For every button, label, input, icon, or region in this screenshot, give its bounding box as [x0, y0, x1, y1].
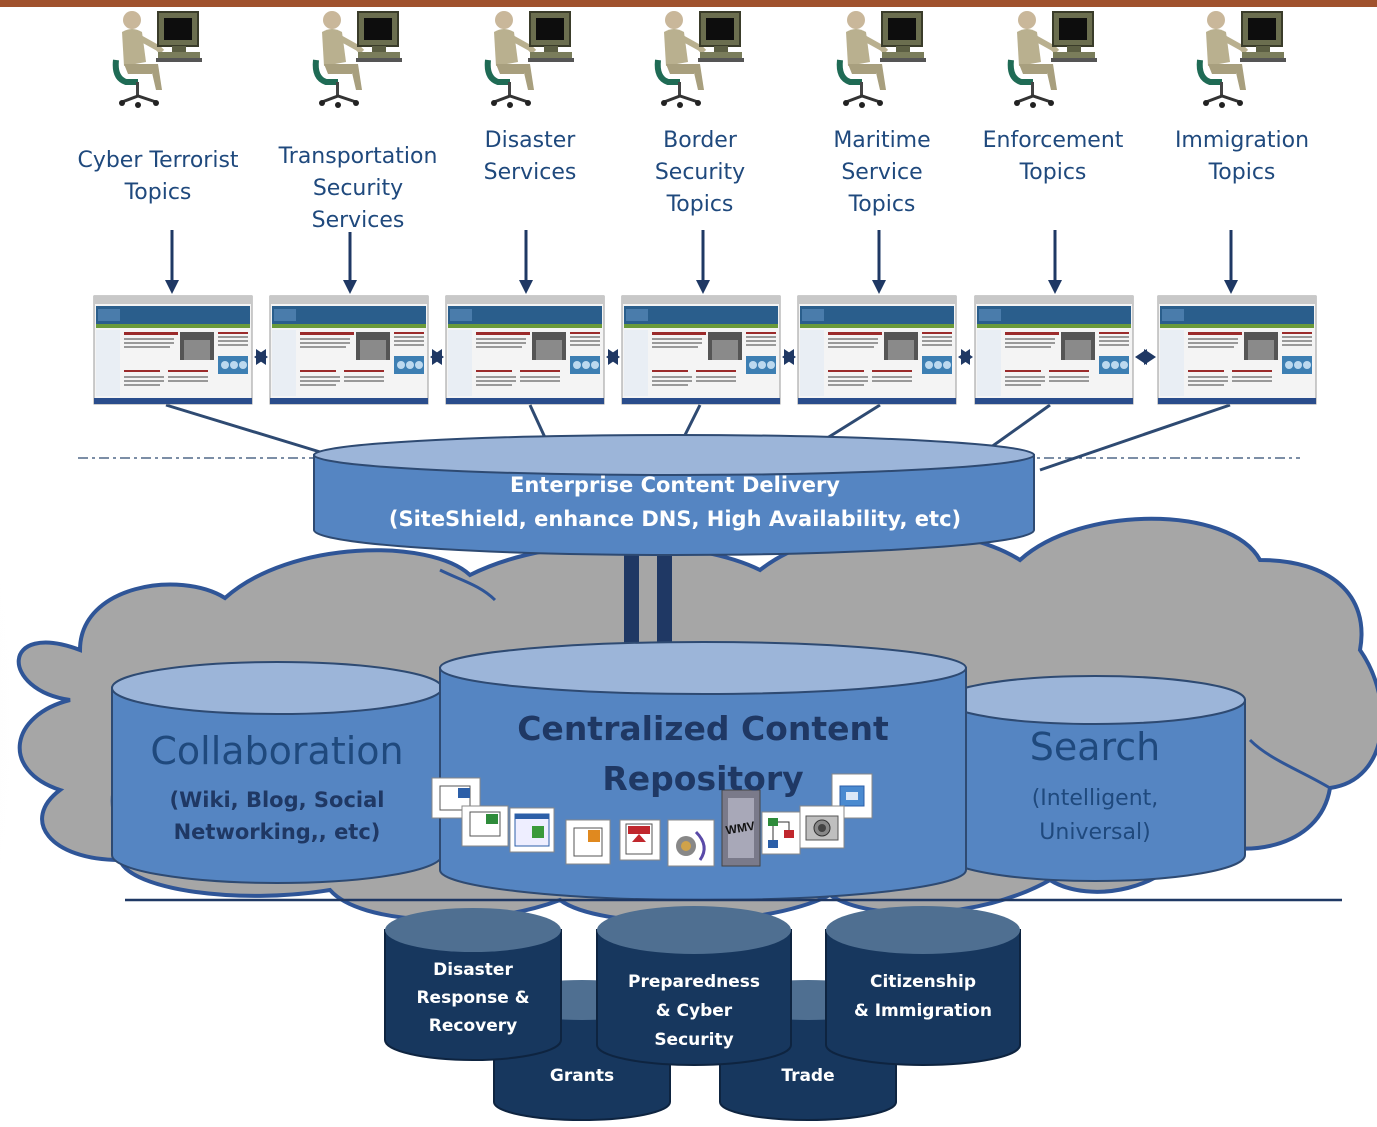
site-link-head-right-2: [432, 349, 444, 365]
user-label-7: Immigration Topics: [1174, 128, 1310, 185]
delivery-subtitle: (SiteShield, enhance DNS, High Availabil…: [388, 507, 962, 531]
website-screenshot-icon: [445, 295, 605, 405]
user-at-computer-icon: [488, 11, 574, 108]
audio-file-icon: [667, 819, 715, 867]
site-link-head-right-5: [961, 349, 973, 365]
cloud-detail-right: [1248, 738, 1331, 790]
citizenship-db-label: Citizenship & Immigration: [853, 972, 993, 1021]
user-arrows: [165, 230, 1238, 294]
user-at-computer-icon: [1200, 11, 1286, 108]
site-link-head-right-6: [1144, 349, 1156, 365]
website-connectors: [165, 403, 1231, 472]
user-at-computer-icon: [658, 11, 744, 108]
down-arrowhead-7: [1224, 280, 1238, 294]
preparedness-db-label: Preparedness & Cyber Security: [628, 972, 760, 1050]
down-arrowhead-3: [519, 280, 533, 294]
user-label-2: Transportation Security Services: [278, 144, 438, 233]
delivery-title: Enterprise Content Delivery: [510, 473, 840, 497]
website-screenshot-icon: [621, 295, 781, 405]
disaster-db-cylinder: [384, 908, 562, 1061]
down-arrowhead-4: [696, 280, 710, 294]
user-at-computer-icon: [316, 11, 402, 108]
powerpoint-doc-icon: [565, 819, 611, 865]
collaboration-subtitle: (Wiki, Blog, Social Networking,, etc): [169, 788, 385, 844]
user-label-3: Disaster Services: [483, 128, 577, 185]
connector-bar-left: [624, 545, 639, 655]
excel-doc-icon: [461, 805, 509, 847]
user-label-1: Cyber Terrorist Topics: [77, 148, 239, 205]
repository-file-icons: WMV: [431, 773, 873, 867]
preparedness-db-cylinder: [596, 906, 792, 1066]
camera-icon: [799, 805, 845, 849]
repository-title: Centralized Content Repository: [517, 709, 889, 798]
user-at-computer-icon: [1011, 11, 1097, 108]
down-arrowhead-2: [343, 280, 357, 294]
website-screenshot-icon: [93, 295, 253, 405]
grants-db-label: Grants: [549, 1066, 615, 1086]
search-cylinder: [944, 675, 1246, 882]
user-label-4: Border Security Topics: [654, 128, 746, 217]
search-title: Search: [1029, 725, 1161, 769]
cloud-detail-top: [439, 568, 497, 602]
user-at-computer-icon: [116, 11, 202, 108]
window-doc-icon: [509, 807, 555, 853]
user-label-6: Enforcement Topics: [982, 128, 1124, 185]
website-screenshot-icon: [974, 295, 1134, 405]
disaster-db-label: Disaster Response & Recovery: [416, 960, 530, 1036]
site-link-head-right-4: [784, 349, 796, 365]
user-at-computer-icon: [840, 11, 926, 108]
website-screenshot-icon: [1157, 295, 1317, 405]
site-links: [254, 349, 1156, 365]
dark-databases: [384, 906, 1021, 1121]
search-subtitle: (Intelligent, Universal): [1031, 786, 1159, 845]
pdf-doc-icon: [619, 819, 661, 861]
site-link-head-right-3: [608, 349, 620, 365]
site-link-head-right-1: [256, 349, 268, 365]
collaboration-title: Collaboration: [150, 729, 404, 773]
down-arrowhead-1: [165, 280, 179, 294]
citizenship-db-cylinder: [825, 906, 1021, 1066]
down-arrowhead-6: [1048, 280, 1062, 294]
user-label-5: Maritime Service Topics: [833, 128, 931, 217]
flowchart-doc-icon: [761, 811, 801, 855]
trade-db-label: Trade: [781, 1066, 835, 1086]
top-rule: [0, 0, 1377, 7]
delivery-cylinder: [313, 434, 1035, 556]
svg-text:WMV: WMV: [725, 819, 756, 838]
word-doc-icon: [431, 777, 481, 819]
connector-bar-right: [657, 545, 672, 655]
down-arrowhead-5: [872, 280, 886, 294]
wmv-film-icon: WMV: [721, 789, 761, 867]
website-screenshot-icon: [269, 295, 429, 405]
website-screenshot-icon: [797, 295, 957, 405]
